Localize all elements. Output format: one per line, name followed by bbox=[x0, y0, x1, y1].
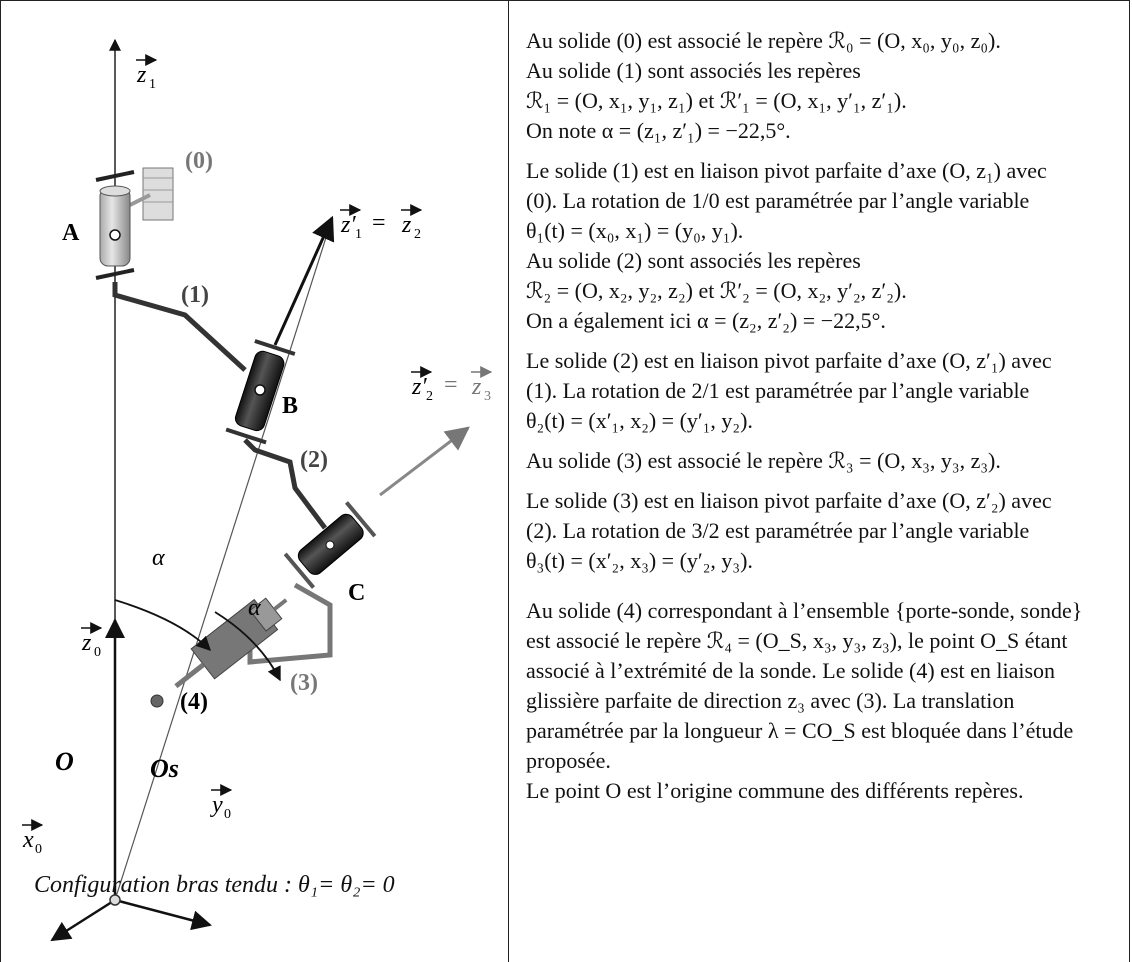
text-line: proposée. bbox=[526, 748, 611, 773]
z1p-axis-arrow bbox=[273, 215, 335, 346]
text-line: (0). La rotation de 1/0 est paramétrée p… bbox=[526, 188, 1030, 213]
svg-text:3: 3 bbox=[484, 389, 491, 404]
label-solid-1: (1) bbox=[181, 282, 209, 308]
label-point-os: Os bbox=[150, 754, 179, 783]
text-line: glissière parfaite de direction z₃ avec … bbox=[526, 688, 1015, 713]
svg-text:=: = bbox=[444, 372, 458, 398]
text-line: Le point O est l’origine commune des dif… bbox=[526, 778, 1024, 803]
label-solid-0: (0) bbox=[185, 148, 213, 174]
z2p-axis-arrow bbox=[379, 426, 470, 497]
text-line: θ₂(t) = (x′₁, x₂) = (y′₁, y₂). bbox=[526, 408, 753, 433]
text-line: Le solide (1) est en liaison pivot parfa… bbox=[526, 158, 1047, 183]
text-line: Au solide (2) sont associés les repères bbox=[526, 248, 861, 273]
svg-text:=: = bbox=[372, 210, 386, 236]
label-z1: z bbox=[136, 62, 147, 88]
text-line: ℛ₂ = (O, x₂, y₂, z₂) et ℛ′₂ = (O, x₂, y′… bbox=[526, 278, 907, 303]
x0-axis bbox=[50, 898, 116, 942]
text-line: (1). La rotation de 2/1 est paramétrée p… bbox=[526, 378, 1030, 403]
label-point-c: C bbox=[348, 580, 365, 606]
text-line: ℛ₁ = (O, x₁, y₁, z₁) et ℛ′₁ = (O, x₁, y′… bbox=[526, 88, 907, 113]
label-point-a: A bbox=[62, 220, 80, 246]
label-point-b: B bbox=[282, 393, 298, 419]
text-line: On note α = (z₁, z′₁) = −22,5°. bbox=[526, 118, 791, 143]
label-x0: x bbox=[22, 827, 34, 853]
label-alpha-1: α bbox=[152, 545, 165, 571]
y0-axis bbox=[114, 898, 212, 931]
text-line: On a également ici α = (z₂, z′₂) = −22,5… bbox=[526, 308, 886, 333]
text-line: Au solide (4) correspondant à l’ensemble… bbox=[526, 598, 1083, 623]
label-solid-3: (3) bbox=[290, 670, 318, 696]
label-z3: z bbox=[471, 374, 482, 400]
text-line: paramétrée par la longueur λ = CO_S est … bbox=[526, 718, 1074, 743]
label-z1p: z′ bbox=[340, 212, 356, 238]
label-alpha-2: α bbox=[248, 595, 261, 621]
svg-text:0: 0 bbox=[35, 842, 42, 857]
label-solid-2: (2) bbox=[300, 447, 328, 473]
text-line: Au solide (0) est associé le repère ℛ₀ =… bbox=[526, 28, 1001, 53]
text-line: Au solide (3) est associé le repère ℛ₃ =… bbox=[526, 448, 1001, 473]
kinematic-diagram: z 1 (0) A (1) z′ 1 = z 2 B z′ 2 = z 3 (2… bbox=[22, 38, 493, 942]
svg-text:2: 2 bbox=[426, 389, 433, 404]
alpha-arc-1 bbox=[114, 599, 212, 652]
figure-caption: Configuration bras tendu : θ₁= θ₂= 0 bbox=[34, 872, 395, 898]
svg-text:1: 1 bbox=[355, 227, 362, 242]
text-line: Le solide (2) est en liaison pivot parfa… bbox=[526, 348, 1052, 373]
svg-text:1: 1 bbox=[149, 77, 156, 92]
text-line: (2). La rotation de 3/2 est paramétrée p… bbox=[526, 518, 1030, 543]
description-text: Au solide (0) est associé le repère ℛ₀ =… bbox=[526, 26, 1116, 806]
link-2 bbox=[243, 438, 327, 530]
solid-0-block bbox=[129, 167, 174, 221]
svg-text:2: 2 bbox=[414, 227, 421, 242]
text-line: Le solide (3) est en liaison pivot parfa… bbox=[526, 488, 1052, 513]
alpha-arc-2 bbox=[214, 611, 281, 682]
joint-a-cylinder bbox=[95, 170, 135, 280]
text-line: associé à l’extrémité de la sonde. Le so… bbox=[526, 658, 1056, 683]
label-point-o: O bbox=[55, 747, 74, 776]
label-z2p: z′ bbox=[411, 374, 427, 400]
text-line: Au solide (1) sont associés les repères bbox=[526, 58, 861, 83]
label-z0: z bbox=[81, 630, 92, 656]
origin-point-o bbox=[109, 894, 121, 906]
column-divider bbox=[508, 0, 509, 962]
label-z2: z bbox=[401, 212, 412, 238]
point-os bbox=[150, 694, 164, 708]
text-line: θ₁(t) = (x₀, x₁) = (y₀, y₁). bbox=[526, 218, 744, 243]
solid-3-bracket bbox=[247, 582, 333, 665]
svg-text:0: 0 bbox=[224, 807, 231, 822]
svg-text:0: 0 bbox=[94, 645, 101, 660]
label-y0: y bbox=[210, 792, 223, 818]
z1p-axis-line bbox=[114, 224, 331, 901]
label-solid-4: (4) bbox=[180, 689, 208, 715]
robot-arm-figure: z 1 (0) A (1) z′ 1 = z 2 B z′ 2 = z 3 (2… bbox=[0, 0, 508, 962]
text-line: θ₃(t) = (x′₂, x₃) = (y′₂, y₃). bbox=[526, 548, 753, 573]
link-1 bbox=[112, 282, 247, 372]
text-line: est associé le repère ℛ₄ = (O_S, x₃, y₃,… bbox=[526, 628, 1068, 653]
solid-4-probe bbox=[174, 597, 288, 689]
